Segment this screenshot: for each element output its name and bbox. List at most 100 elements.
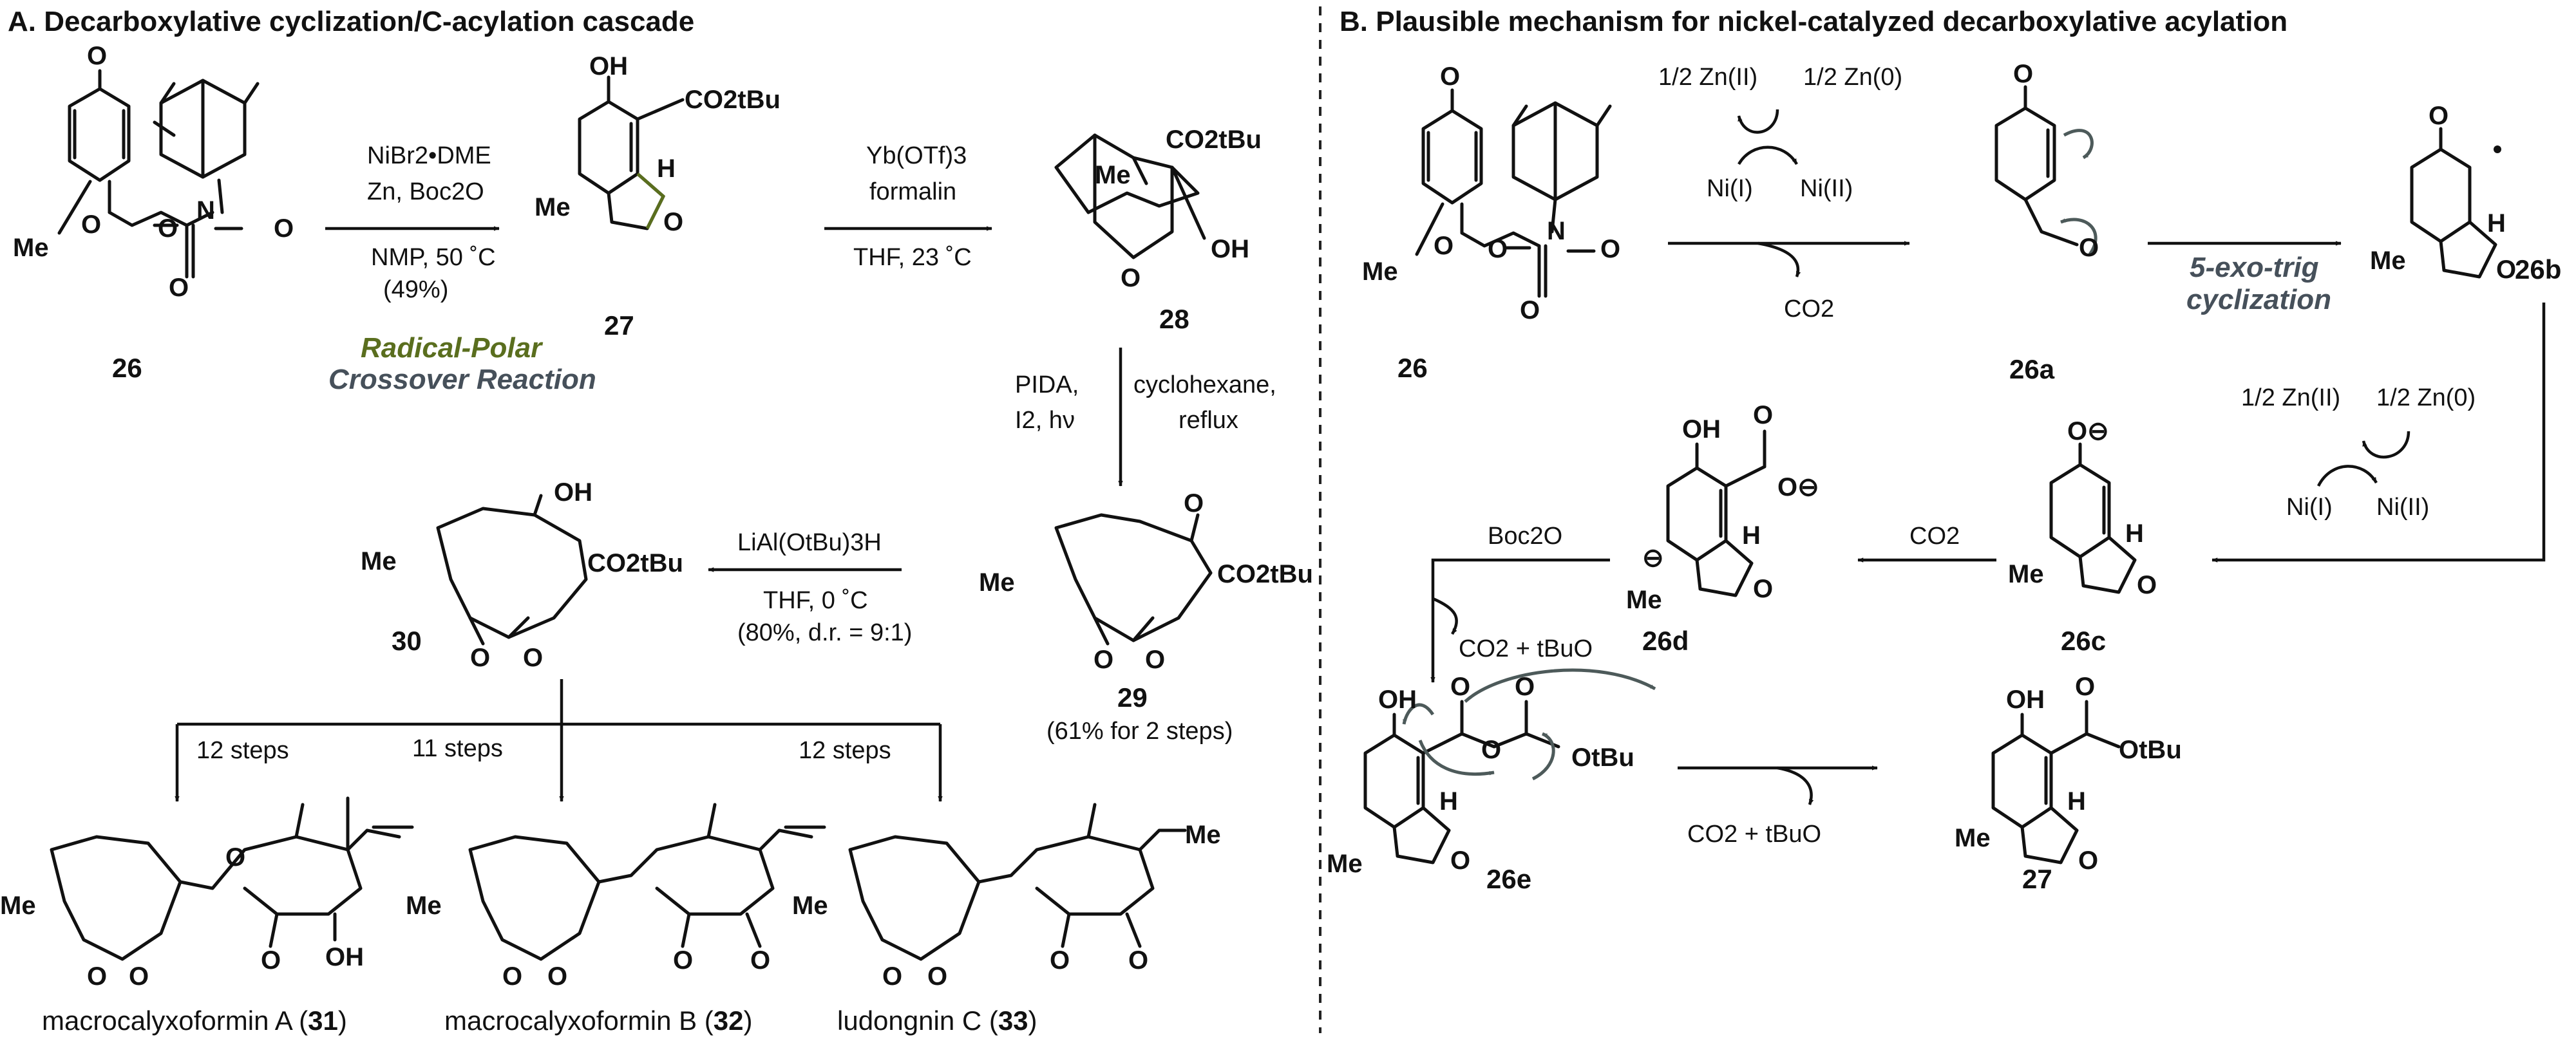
ni-ii-right: Ni(II) (2376, 494, 2429, 521)
atom-me-28: Me (1095, 161, 1131, 189)
atom-oh-27: OH (589, 52, 628, 80)
arrow-26d-to-26e (1430, 558, 1610, 683)
structure-27 (578, 75, 685, 230)
cond-step1-l1: NiBr2•DME (367, 142, 491, 169)
atom-me-31: Me (0, 892, 36, 920)
structure-27-b (1991, 700, 2121, 864)
atom-co2tbu-28: CO2tBu (1166, 126, 1262, 154)
atom-o-26b-top: O (1440, 62, 1460, 91)
yield-29: (61% for 2 steps) (1046, 718, 1233, 745)
atom-o-26: O (87, 42, 107, 70)
structure-26a (1994, 85, 2079, 247)
cond-step1-l4: (49%) (383, 276, 448, 303)
branch-arrows (175, 679, 943, 802)
atom-o1-30: O (470, 644, 490, 672)
atom-o-ester-26: O (169, 274, 189, 302)
cond-step2-l1: Yb(OTf)3 (866, 142, 967, 169)
atom-o-28: O (1121, 264, 1141, 292)
atom-o-27-b: O (2075, 673, 2095, 701)
atom-me-26d: Me (1626, 586, 1662, 614)
cycle-arrow-ni-top (1738, 145, 1798, 165)
boc2o-label: Boc2O (1488, 523, 1562, 550)
cond-step4-l2: THF, 0 ˚C (763, 587, 868, 614)
cycle-arrow-ni-right (2316, 465, 2378, 487)
arrow-byproduct-1 (1432, 597, 1458, 635)
label-30: 30 (392, 626, 422, 656)
atom-o3-26e: O (1481, 736, 1501, 764)
atom-o1-33: O (882, 962, 902, 991)
atom-o-ketone1-33: O (1050, 946, 1070, 975)
label-26c: 26c (2061, 626, 2106, 656)
atom-otbu-27-b: OtBu (2119, 736, 2182, 764)
atom-o2-29: O (1145, 646, 1165, 674)
atom-oh-28: OH (1211, 235, 1249, 263)
atom-me-26e: Me (1327, 850, 1363, 878)
steps-32: 11 steps (412, 735, 503, 762)
atom-o-ring-26c: O (2137, 571, 2157, 599)
structure-26d (1666, 429, 1766, 597)
cond-step3-left-l1: PIDA, (1015, 371, 1079, 398)
arrow-byproduct-2 (1777, 766, 1814, 805)
structure-26e (1363, 700, 1560, 864)
atom-o1-26e: O (1450, 673, 1470, 701)
atom-o-ketone-31: O (261, 946, 281, 975)
atom-o-ether-26: O (81, 210, 101, 239)
atom-h-27-b: H (2067, 787, 2086, 816)
caption-31: macrocalyxoformin A (31) (42, 1005, 347, 1036)
label-26-b: 26 (1397, 353, 1428, 383)
panel-a-title: A. Decarboxylative cyclization/C-acylati… (8, 6, 694, 37)
atom-o2-33: O (927, 962, 947, 991)
arrow-26b-to-26c (2211, 303, 2546, 563)
structure-33 (848, 803, 1187, 961)
atom-o-minus-26d: O⊖ (1777, 473, 1819, 501)
structure-26 (57, 69, 260, 279)
atom-o1-29: O (1094, 646, 1113, 674)
atom-o-radical-26a: O (2079, 234, 2099, 262)
label-crossover: Crossover Reaction (328, 364, 596, 395)
atom-me-27: Me (535, 193, 571, 221)
atom-me-26: Me (13, 234, 49, 262)
atom-o-ester-26-b: O (1520, 296, 1540, 324)
caption-32: macrocalyxoformin B (32) (444, 1005, 752, 1036)
atom-o-26c: O⊖ (2067, 417, 2109, 445)
atom-h-26d: H (1742, 521, 1761, 550)
atom-o2-31: O (129, 962, 149, 991)
label-26a: 26a (2009, 354, 2055, 384)
atom-me-33-left: Me (792, 892, 828, 920)
atom-otbu-26e: OtBu (1571, 743, 1634, 772)
atom-o-ketone-29: O (1184, 489, 1204, 518)
atom-o2-30: O (523, 644, 543, 672)
atom-co2tbu-29: CO2tBu (1217, 560, 1313, 588)
atom-o1-32: O (502, 962, 522, 991)
atom-o-ketone2-33: O (1128, 946, 1148, 975)
atom-me-33-right: Me (1185, 821, 1221, 849)
atom-me-32: Me (406, 892, 442, 920)
label-26: 26 (112, 353, 142, 383)
label-cyclization: cyclization (2186, 284, 2331, 315)
atom-h-26e: H (1439, 787, 1458, 816)
co2-mid: CO2 (1909, 523, 1960, 550)
atom-oh-26e: OH (1378, 686, 1417, 714)
atom-o-imide-right-b: O (1600, 235, 1620, 263)
co2-tbuo-2: CO2 + tBuO (1687, 821, 1821, 848)
structure-31 (50, 796, 414, 961)
atom-o2-26e: O (1515, 673, 1535, 701)
atom-o-ether-26-b: O (1434, 232, 1454, 260)
structure-29 (1054, 513, 1213, 646)
label-26e: 26e (1486, 864, 1531, 894)
atom-o-31-bridge: O (225, 843, 245, 872)
cycle-arrow-zn-right (2362, 431, 2410, 459)
atom-o-26d-carbonyl: O (1753, 401, 1773, 429)
atom-me-30: Me (361, 547, 397, 575)
zn-ii-right: 1/2 Zn(II) (2241, 384, 2340, 411)
label-27-b: 27 (2022, 864, 2052, 894)
atom-minus-26d: ⊖ (1642, 544, 1664, 572)
atom-h-27: H (657, 154, 676, 183)
label-28: 28 (1159, 304, 1189, 334)
label-5-exo-trig: 5-exo-trig (2190, 252, 2319, 283)
structure-26b (2410, 127, 2501, 279)
atom-o-imide-left: O (158, 214, 178, 243)
structure-30 (436, 494, 588, 646)
curved-arrow-26e-1 (1402, 703, 1435, 725)
